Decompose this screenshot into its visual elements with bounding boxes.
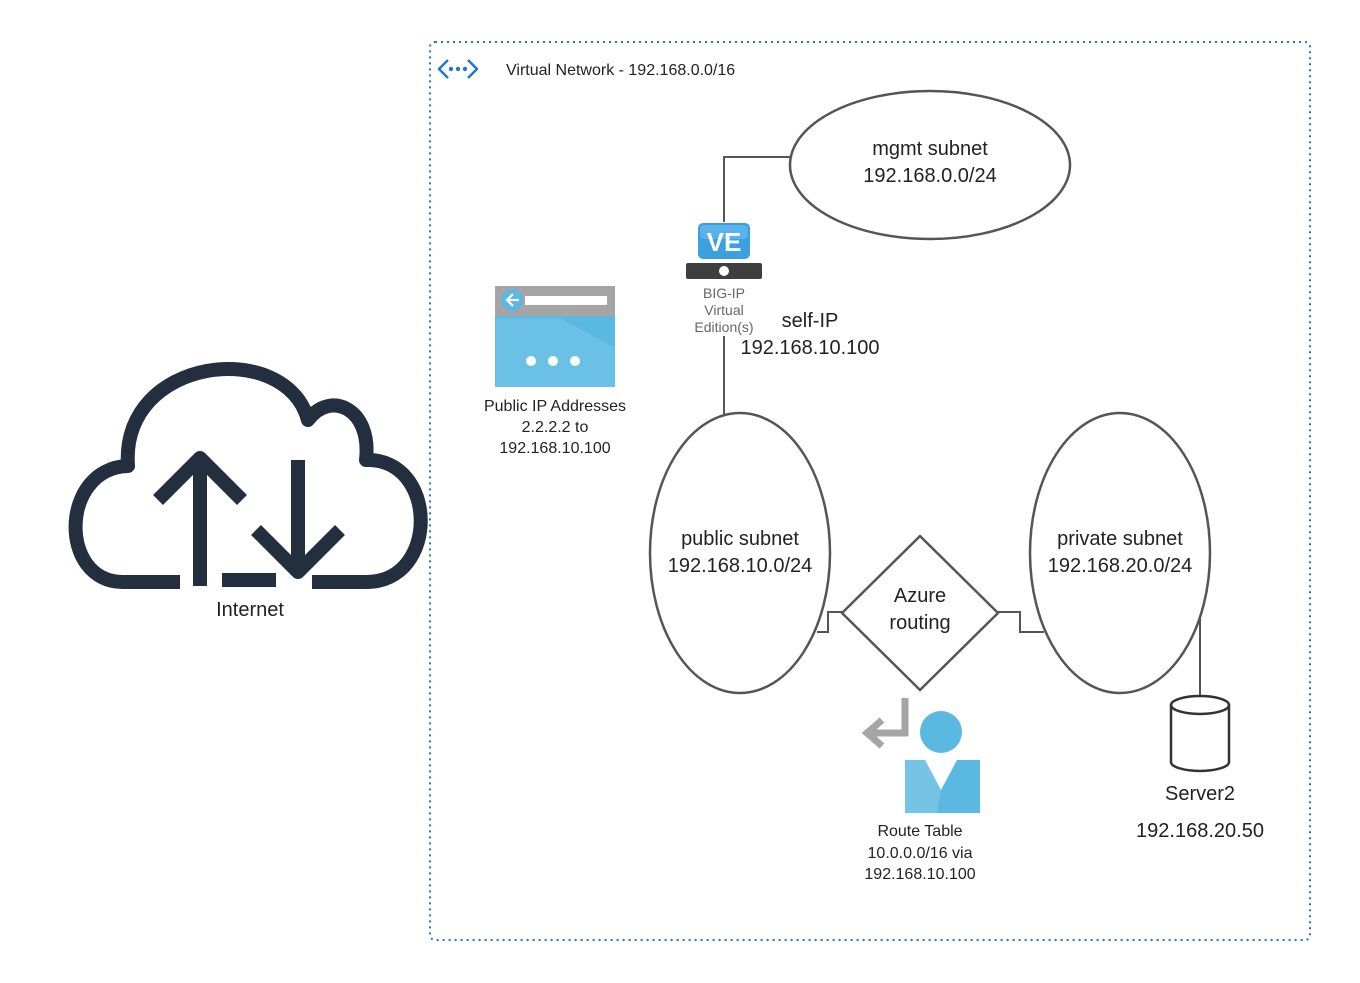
azure-routing-line1: Azure xyxy=(894,585,946,607)
route-table-line3: 192.168.10.100 xyxy=(864,866,975,883)
self-ip-label: self-IP xyxy=(782,310,839,332)
route-table-icon xyxy=(861,698,980,813)
cloud-upload-download-icon xyxy=(68,362,428,589)
virtual-network-icon xyxy=(437,59,479,79)
public-ip-icon xyxy=(495,286,615,387)
virtual-network-label: Virtual Network - 192.168.0.0/16 xyxy=(506,62,735,79)
public-subnet-name: public subnet xyxy=(681,528,799,550)
public-subnet-ellipse xyxy=(648,411,832,695)
bigip-to-mgmt-line xyxy=(723,156,790,222)
routing-to-private-line xyxy=(997,611,1044,633)
azure-routing-diamond xyxy=(840,534,1000,692)
server2-ip: 192.168.20.50 xyxy=(1136,820,1264,842)
route-table-line1: Route Table xyxy=(877,823,962,840)
public-to-routing-line xyxy=(817,611,843,633)
database-cylinder-icon xyxy=(1169,694,1231,773)
server2-name: Server2 xyxy=(1165,783,1235,805)
public-ip-line1: Public IP Addresses xyxy=(484,398,626,415)
public-ip-line3: 192.168.10.100 xyxy=(499,440,610,457)
private-subnet-cidr: 192.168.20.0/24 xyxy=(1048,555,1193,577)
self-ip-value: 192.168.10.100 xyxy=(740,337,879,359)
private-subnet-name: private subnet xyxy=(1057,528,1183,550)
ve-badge: VE xyxy=(707,227,742,257)
bigip-label-line3: Edition(s) xyxy=(694,319,753,335)
azure-routing-line2: routing xyxy=(889,612,950,634)
bigip-label-line1: BIG-IP xyxy=(703,285,745,301)
mgmt-subnet-ellipse xyxy=(788,89,1072,241)
public-subnet-cidr: 192.168.10.0/24 xyxy=(668,555,813,577)
big-ip-ve-icon: VE xyxy=(686,223,762,279)
internet-label: Internet xyxy=(216,599,284,621)
virtual-network-boundary xyxy=(429,41,1311,941)
private-subnet-ellipse xyxy=(1028,411,1212,695)
bigip-label-line2: Virtual xyxy=(704,302,743,318)
connectors xyxy=(723,156,1201,698)
mgmt-subnet-name: mgmt subnet xyxy=(872,138,988,160)
public-ip-line2: 2.2.2.2 to xyxy=(522,419,589,436)
mgmt-subnet-cidr: 192.168.0.0/24 xyxy=(863,165,996,187)
route-table-line2: 10.0.0.0/16 via xyxy=(868,845,973,862)
